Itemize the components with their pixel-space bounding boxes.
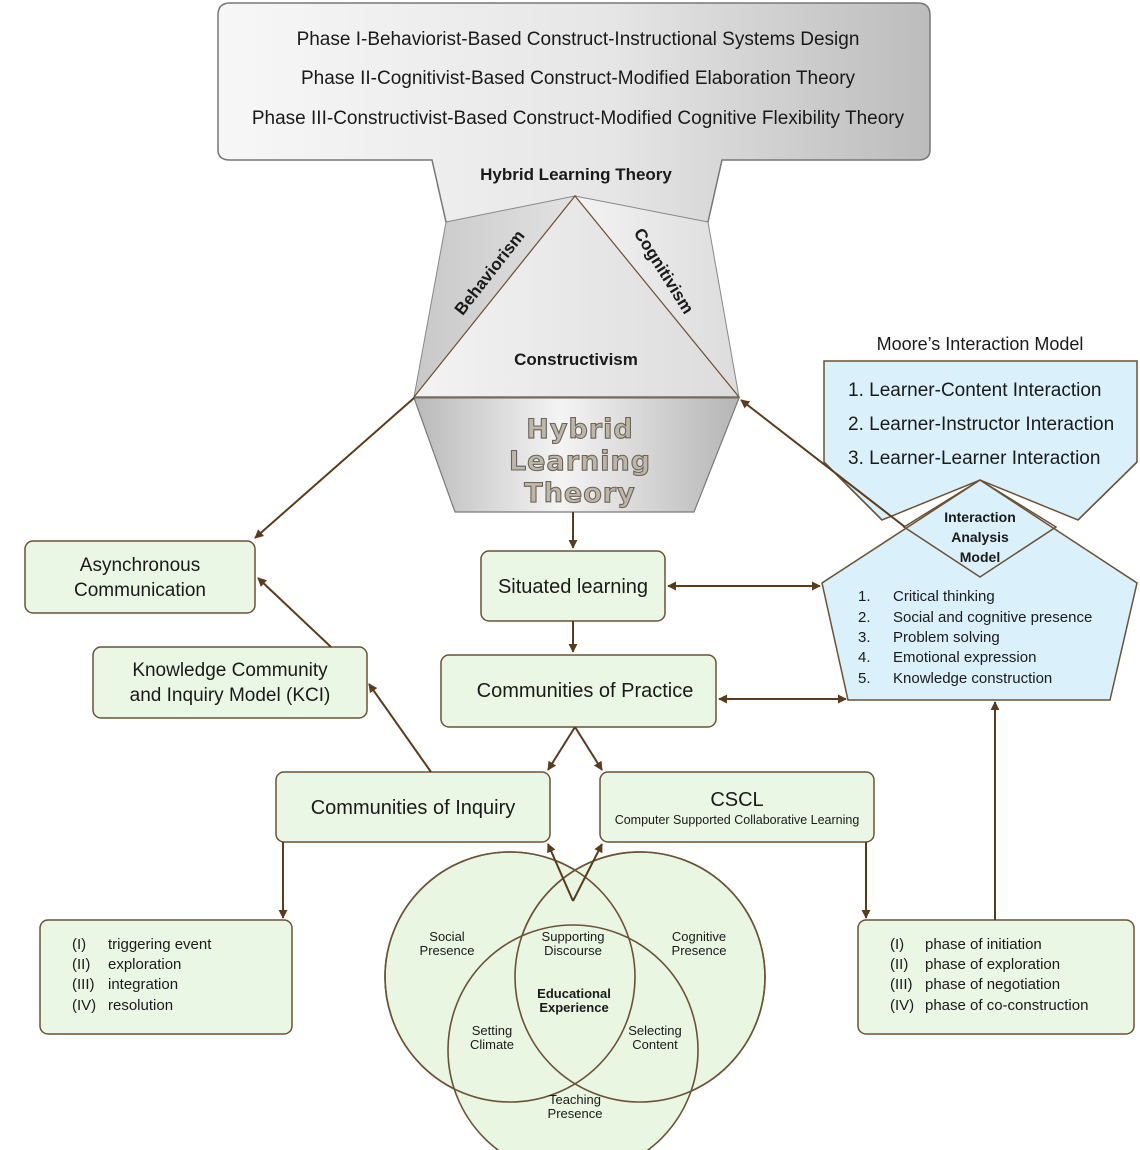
venn-content-2: Content (632, 1037, 678, 1052)
iam-item-1: Critical thinking (893, 588, 995, 605)
iam-num-5: 5. (858, 670, 871, 687)
coi-phase-1: triggering event (108, 936, 212, 953)
cscl-phase-num-1: (I) (890, 936, 904, 953)
arrow-cop-to-coi (547, 726, 576, 771)
cop-box (440, 654, 717, 728)
iam-num-2: 2. (858, 609, 871, 626)
venn-diagram (384, 851, 766, 1150)
cscl-phase-4: phase of co-construction (925, 997, 1088, 1014)
iam-title-2: Analysis (951, 529, 1009, 545)
arrow-cop-to-cscl (574, 726, 603, 771)
arrow-venn-to-cscl (572, 843, 603, 902)
venn-discourse-1: Supporting (542, 929, 605, 944)
iam-item-3: Problem solving (893, 629, 1000, 646)
cscl-phase-2: phase of exploration (925, 956, 1060, 973)
hexagon-line-1: Hybrid (526, 414, 633, 445)
coi-phases-box (39, 919, 293, 1035)
iam-item-2: Social and cognitive presence (893, 609, 1092, 626)
arrow-iam-to-triangle (740, 399, 906, 528)
iam-num-3: 3. (858, 629, 871, 646)
venn-center-1: Educational (537, 986, 611, 1001)
cop-label: Communities of Practice (477, 680, 694, 702)
iam-title-1: Interaction (944, 509, 1016, 525)
moore-item-3: 3. Learner-Learner Interaction (848, 448, 1100, 469)
coi-phase-3: integration (108, 976, 178, 993)
moore-item-1: 1. Learner-Content Interaction (848, 380, 1102, 401)
venn-climate-2: Climate (470, 1037, 514, 1052)
kci-line-2: and Inquiry Model (KCI) (130, 685, 331, 706)
venn-content-1: Selecting (628, 1023, 681, 1038)
arrow-venn-to-coi (547, 843, 574, 902)
kci-line-1: Knowledge Community (132, 660, 328, 681)
iam-title-3: Model (960, 549, 1000, 565)
async-line-2: Communication (74, 580, 206, 601)
cscl-phase-num-4: (IV) (890, 997, 914, 1014)
iam-diamond (902, 479, 1058, 578)
iam-pentagon (821, 479, 1138, 701)
coi-label: Communities of Inquiry (311, 797, 516, 819)
hexagon-line-2: Learning (509, 446, 651, 477)
venn-cognitive-1: Cognitive (672, 929, 726, 944)
venn-social-1: Social (429, 929, 465, 944)
situated-learning-label: Situated learning (498, 576, 648, 598)
iam-num-1: 1. (858, 588, 871, 605)
venn-discourse-2: Discourse (544, 943, 602, 958)
coi-phase-num-2: (II) (72, 956, 90, 973)
cscl-phase-num-2: (II) (890, 956, 908, 973)
arrow-triangle-to-async (254, 397, 415, 539)
iam-item-5: Knowledge construction (893, 670, 1052, 687)
kci-box (92, 646, 368, 719)
moore-title: Moore’s Interaction Model (877, 334, 1084, 354)
constructivism-triangle (412, 195, 741, 398)
venn-cognitive-2: Presence (672, 943, 727, 958)
hexagon-line-3: Theory (524, 478, 635, 509)
venn-center-2: Experience (539, 1000, 608, 1015)
venn-climate-1: Setting (472, 1023, 512, 1038)
cscl-phase-3: phase of negotiation (925, 976, 1060, 993)
connectors (254, 397, 1000, 920)
cscl-box (599, 771, 875, 843)
coi-phase-num-1: (I) (72, 936, 86, 953)
constructivism-label: Constructivism (514, 350, 638, 369)
cscl-phase-1: phase of initiation (925, 936, 1042, 953)
hybrid-theory-hexagon (413, 397, 740, 513)
phase-2-text: Phase II-Cognitivist-Based Construct-Mod… (301, 68, 856, 89)
async-line-1: Asynchronous (80, 555, 200, 576)
venn-teaching-2: Presence (548, 1106, 603, 1121)
moore-item-2: 2. Learner-Instructor Interaction (848, 414, 1114, 435)
cscl-title: CSCL (710, 789, 763, 811)
arrow-kci-to-async (257, 577, 332, 648)
cscl-phase-num-3: (III) (890, 976, 913, 993)
venn-social-2: Presence (420, 943, 475, 958)
iam-item-4: Emotional expression (893, 649, 1036, 666)
iam-num-4: 4. (858, 649, 871, 666)
coi-box (275, 771, 551, 843)
coi-phase-2: exploration (108, 956, 181, 973)
phase-3-text: Phase III-Constructivist-Based Construct… (252, 108, 905, 129)
coi-phase-num-3: (III) (72, 976, 95, 993)
iam-list: 1. Critical thinking 2. Social and cogni… (858, 588, 1092, 687)
coi-phase-num-4: (IV) (72, 997, 96, 1014)
arrow-coi-to-kci (368, 683, 432, 773)
coi-phase-4: resolution (108, 997, 173, 1014)
phase-1-text: Phase I-Behaviorist-Based Construct-Inst… (297, 29, 860, 50)
hybrid-learning-theory-title: Hybrid Learning Theory (480, 165, 672, 184)
cscl-subtitle: Computer Supported Collaborative Learnin… (615, 813, 860, 827)
async-communication-box (24, 540, 256, 614)
venn-teaching-1: Teaching (549, 1092, 601, 1107)
